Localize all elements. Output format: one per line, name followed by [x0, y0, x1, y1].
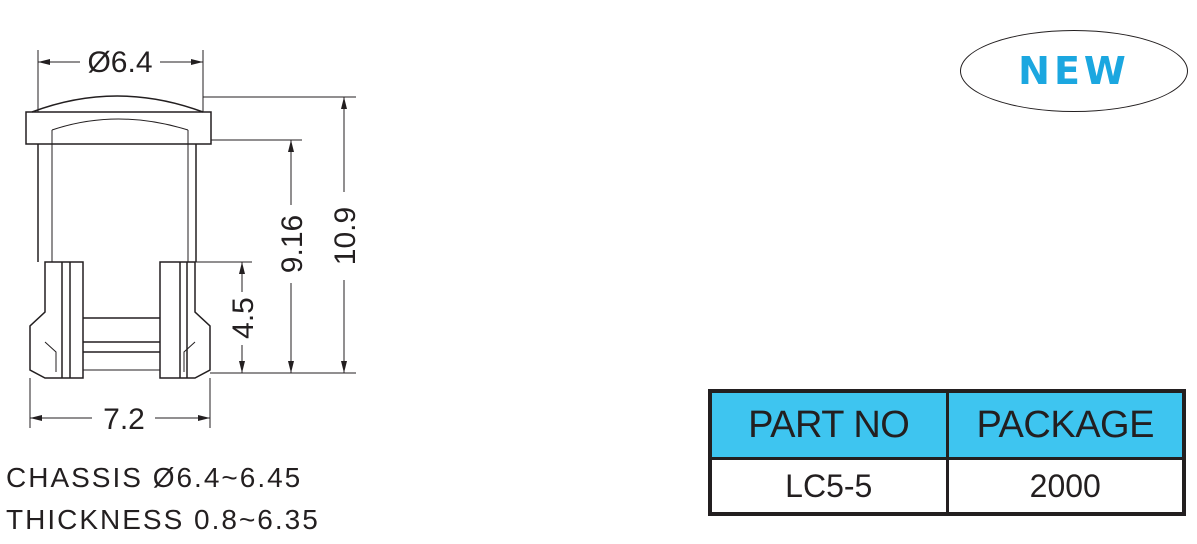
dim-total-lines: [203, 96, 356, 374]
spec-chassis: CHASSIS Ø6.4~6.45: [6, 462, 303, 493]
dim-body-label: 9.16: [276, 215, 309, 273]
right-leg: [159, 261, 211, 379]
left-leg: [29, 261, 84, 379]
table-cell-package: 2000: [945, 457, 1186, 516]
part-table: PART NO PACKAGE LC5-5 2000: [708, 389, 1186, 516]
dim-leg-label: 4.5: [227, 297, 260, 339]
cap-flange: [25, 111, 212, 145]
new-badge: NEW: [960, 30, 1188, 112]
spec-thickness: THICKNESS 0.8~6.35: [6, 504, 320, 535]
table-cell-part-no: LC5-5: [708, 457, 949, 516]
dim-base-label: 7.2: [103, 403, 145, 436]
table-header-package: PACKAGE: [945, 389, 1186, 460]
dim-total-label: 10.9: [329, 207, 362, 265]
table-header-part-no: PART NO: [708, 389, 949, 460]
cap-inner-contour: [51, 118, 189, 131]
new-badge-label: NEW: [1018, 49, 1130, 93]
dimension-arrows: [30, 59, 347, 421]
table-row: LC5-5 2000: [708, 457, 1186, 516]
dim-diameter-label: Ø6.4: [87, 46, 152, 79]
cap-dome: [31, 95, 204, 113]
table-header-row: PART NO PACKAGE: [708, 389, 1186, 460]
